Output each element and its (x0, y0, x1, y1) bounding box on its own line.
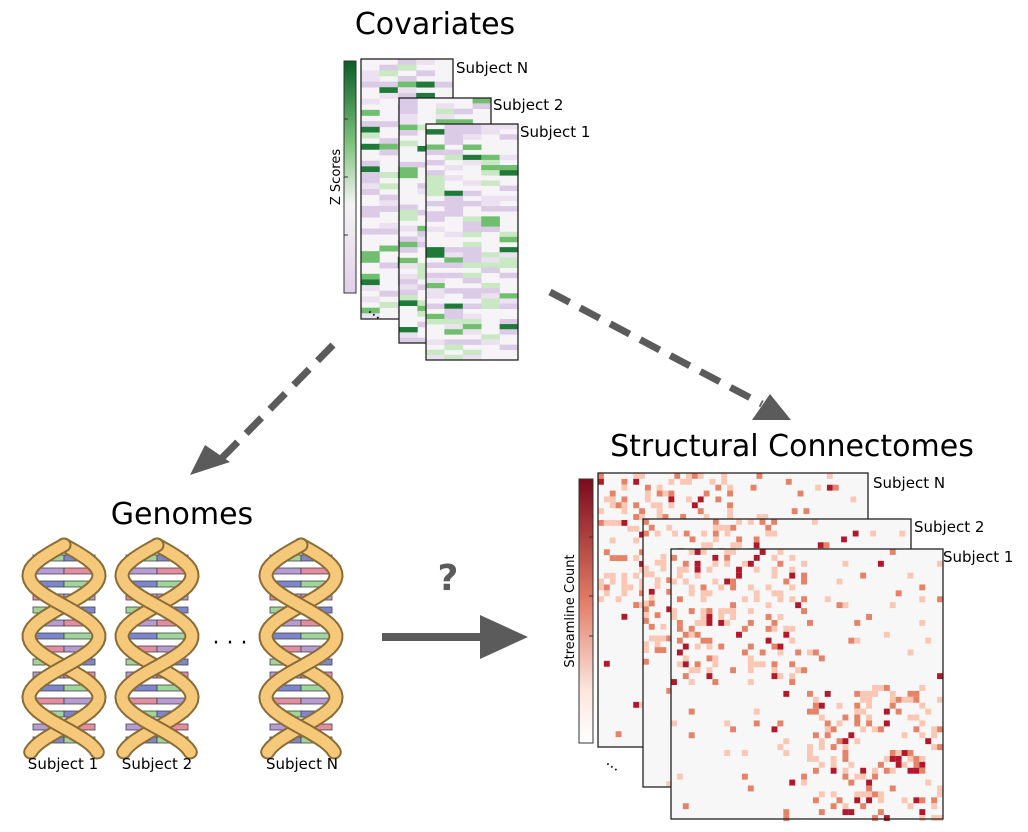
streamline-colorbar-label: Streamline Count (563, 554, 578, 667)
covariate-subject-1-label: Subject 1 (520, 123, 590, 141)
connectome-subject-n-label: Subject N (873, 474, 945, 492)
connectomes-title: Structural Connectomes (610, 429, 974, 464)
zscore-colorbar-label: Z Scores (329, 149, 344, 205)
streamline-colorbar (578, 478, 594, 744)
connectome-subject-1-label: Subject 1 (943, 548, 1013, 566)
genome-subject-1-label: Subject 1 (28, 755, 98, 773)
genome-helices (21, 537, 344, 760)
connectome-matrices (597, 472, 944, 821)
genomes-to-connectomes-arrowhead (480, 615, 528, 659)
unknown-relation-question-mark: ? (438, 558, 459, 599)
covariates-to-connectomes-arrowhead (752, 394, 791, 420)
covariate-heatmap-panel (425, 123, 519, 361)
genome-subject-n-label: Subject N (266, 755, 338, 773)
genome-subject-2-label: Subject 2 (122, 755, 192, 773)
dna-helix-icon (114, 537, 200, 760)
dna-helix-icon (21, 537, 107, 760)
genomes-title: Genomes (111, 497, 253, 532)
covariate-subject-n-label: Subject N (456, 59, 528, 77)
covariates-title: Covariates (355, 7, 515, 42)
covariate-heatmaps (360, 58, 519, 361)
genome-ellipsis: · · · (213, 631, 248, 656)
zscore-colorbar (343, 60, 357, 294)
connectome-matrix-panel (670, 548, 944, 821)
connectome-ellipsis: ... (603, 752, 625, 775)
dna-helix-icon (258, 537, 344, 760)
covariates-to-connectomes-arrow (548, 288, 764, 408)
connectome-subject-2-label: Subject 2 (914, 518, 984, 536)
covariates-to-genomes-arrow (217, 342, 336, 463)
covariate-subject-2-label: Subject 2 (493, 96, 563, 114)
covariates-to-genomes-arrowhead (190, 445, 230, 475)
